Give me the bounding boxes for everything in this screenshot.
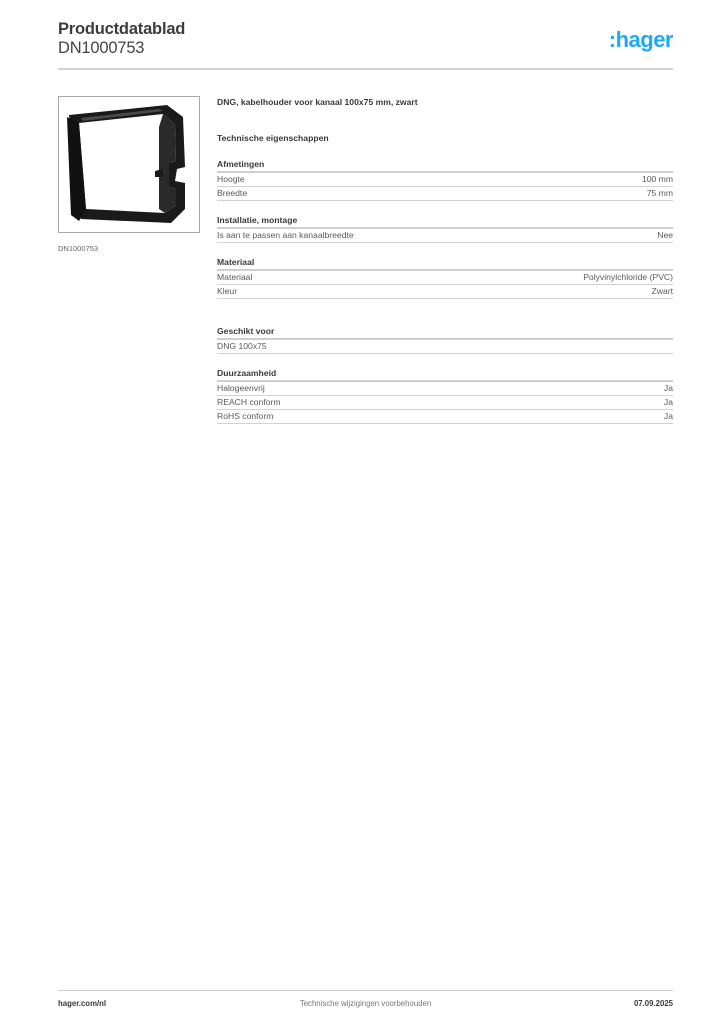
group-title: Afmetingen [217, 158, 673, 173]
spec-value: 100 mm [641, 174, 673, 184]
product-description: DNG, kabelhouder voor kanaal 100x75 mm, … [217, 97, 418, 107]
footer-divider [58, 990, 673, 991]
spec-group-geschikt-voor: Geschikt voor DNG 100x75 [217, 325, 673, 354]
group-title: Installatie, montage [217, 214, 673, 229]
spec-value: Ja [663, 383, 673, 393]
spec-group-duurzaamheid: Duurzaamheid Halogeenvrij Ja REACH confo… [217, 367, 673, 424]
spec-row: Kleur Zwart [217, 285, 673, 299]
spec-row: Halogeenvrij Ja [217, 382, 673, 396]
spec-row: Breedte 75 mm [217, 187, 673, 201]
specs-heading: Technische eigenschappen [217, 133, 329, 143]
spec-value: Polyvinylchloride (PVC) [583, 272, 673, 282]
product-image [58, 96, 200, 233]
spec-label: REACH conform [217, 397, 281, 407]
cable-holder-icon [67, 105, 185, 223]
group-title: Geschikt voor [217, 325, 673, 340]
image-caption: DN1000753 [58, 244, 99, 253]
group-title: Duurzaamheid [217, 367, 673, 382]
spec-row: Is aan te passen aan kanaalbreedte Nee [217, 229, 673, 243]
spec-content: DNG, kabelhouder voor kanaal 100x75 mm, … [217, 95, 673, 424]
document-title: Productdatablad [58, 20, 186, 38]
spec-value: Zwart [651, 286, 673, 296]
website-link[interactable]: hager.com/nl [58, 999, 107, 1008]
product-code: DN1000753 [58, 39, 145, 57]
spec-row: Materiaal Polyvinylchloride (PVC) [217, 271, 673, 285]
header-divider [58, 68, 673, 70]
spec-label: Halogeenvrij [217, 383, 265, 393]
spec-label: DNG 100x75 [217, 341, 267, 351]
print-date: 07.09.2025 [633, 999, 673, 1008]
spec-row: DNG 100x75 [217, 340, 673, 354]
spec-label: Hoogte [217, 174, 245, 184]
spec-label: Kleur [217, 286, 238, 296]
spec-group-installatie: Installatie, montage Is aan te passen aa… [217, 214, 673, 243]
spec-value: Ja [663, 411, 673, 421]
disclaimer: Technische wijzigingen voorbehouden [299, 999, 432, 1008]
spec-group-afmetingen: Afmetingen Hoogte 100 mm Breedte 75 mm [217, 158, 673, 201]
spec-label: Breedte [217, 188, 248, 198]
spec-value: Ja [663, 397, 673, 407]
spec-label: Materiaal [217, 272, 253, 282]
page-header: Productdatablad DN1000753 :hager [58, 20, 674, 58]
spec-label: Is aan te passen aan kanaalbreedte [217, 230, 354, 240]
spec-value: 75 mm [646, 188, 673, 198]
spec-row: Hoogte 100 mm [217, 173, 673, 187]
page-footer: hager.com/nl Technische wijzigingen voor… [58, 999, 673, 1011]
spec-row: REACH conform Ja [217, 396, 673, 410]
spec-row: RoHS conform Ja [217, 410, 673, 424]
hager-logo: :hager [608, 27, 674, 52]
spec-label: RoHS conform [217, 411, 274, 421]
spec-value: Nee [657, 230, 673, 240]
group-title: Materiaal [217, 256, 673, 271]
spec-group-materiaal: Materiaal Materiaal Polyvinylchloride (P… [217, 256, 673, 299]
